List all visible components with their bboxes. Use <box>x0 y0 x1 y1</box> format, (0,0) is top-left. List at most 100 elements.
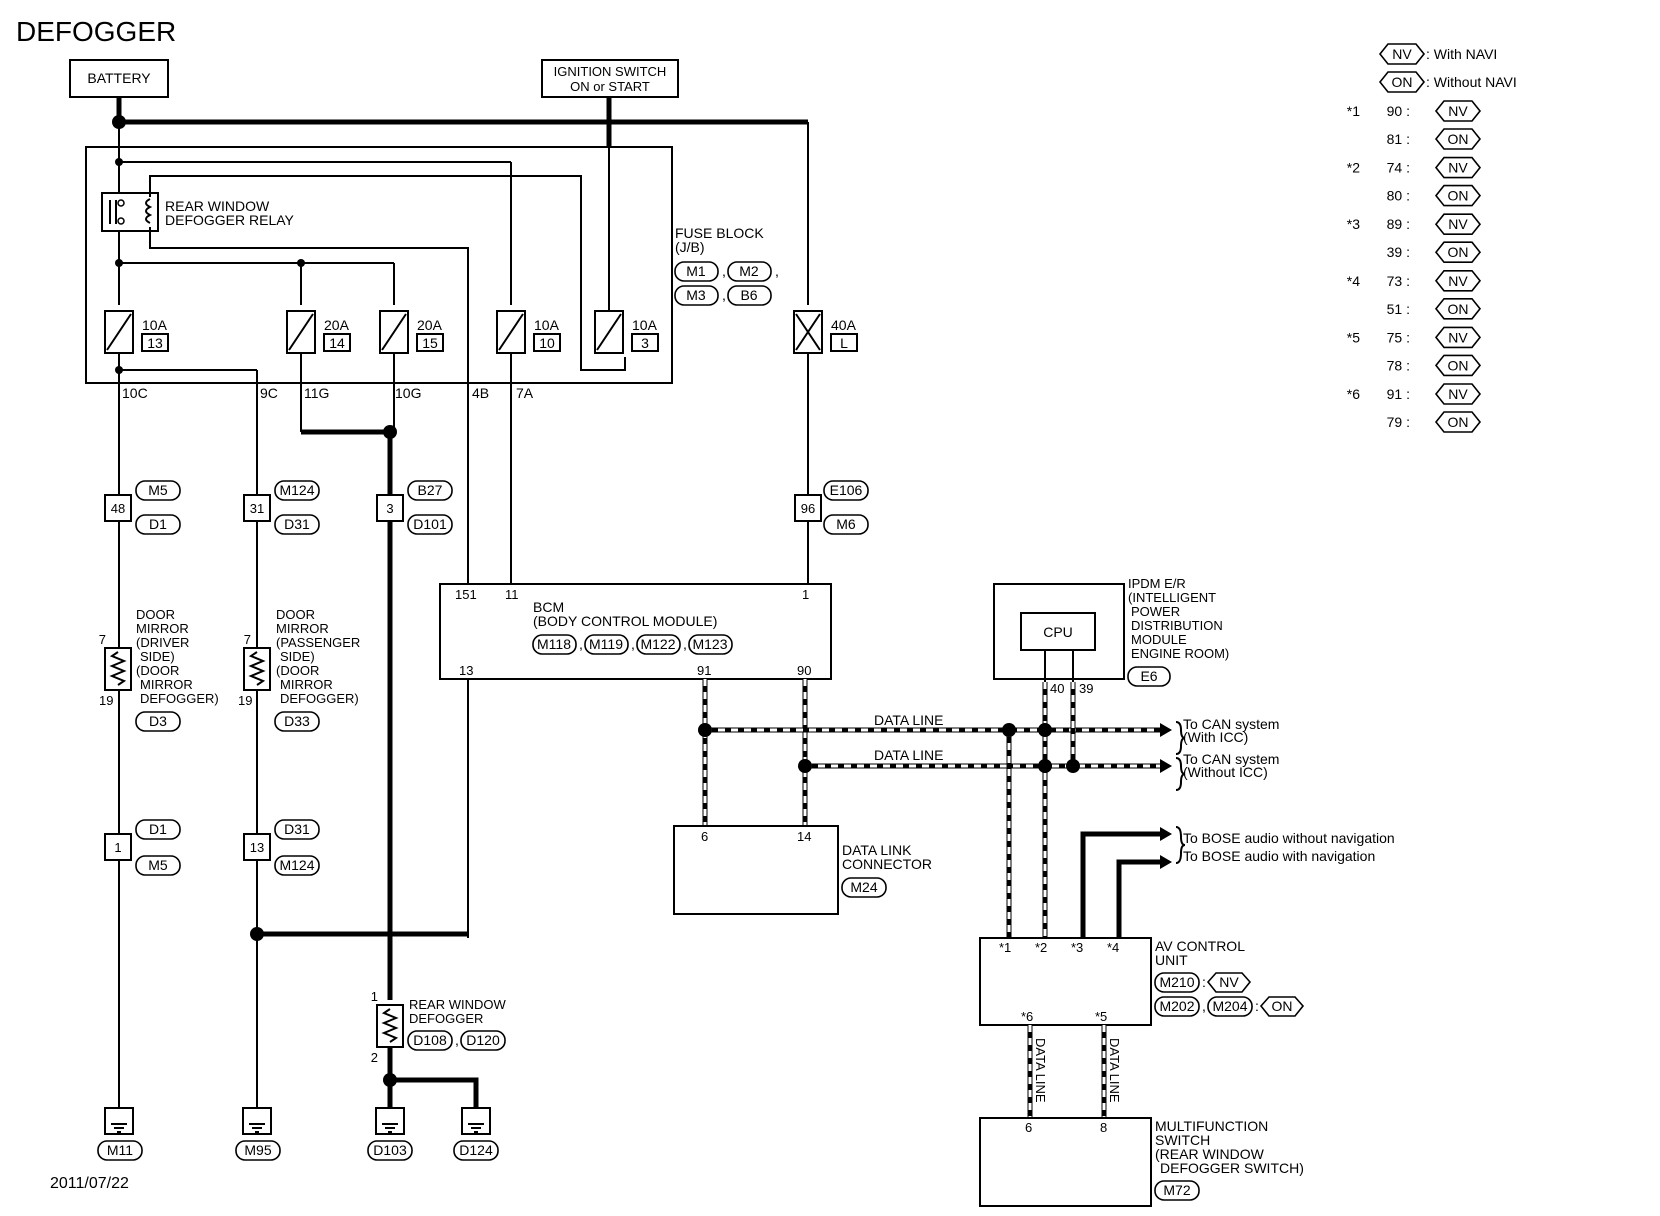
ground-d124-label: D124 <box>459 1142 493 1158</box>
bcm-box <box>439 583 832 680</box>
mirror-driver-pin-top: 7 <box>99 632 106 647</box>
legend-on-text: : Without NAVI <box>1426 74 1517 90</box>
legend-on-badge-1 <box>1434 128 1482 150</box>
mf-pin-8: 8 <box>1100 1120 1107 1135</box>
revision-date: 2011/07/22 <box>50 1175 129 1192</box>
legend-star-5: *5 <box>1347 329 1360 345</box>
fuse-conn-m3: M3 <box>686 287 706 303</box>
pin-48: 48 <box>111 501 125 516</box>
legend-nv-badge-4 <box>1434 269 1482 292</box>
bcm-conn-m118: M118 <box>537 636 571 652</box>
legend-on-pin-2: 80 : <box>1387 188 1410 204</box>
rear-defogger-pin-top: 1 <box>371 989 378 1004</box>
can-without-icc-2: (Without ICC) <box>1183 764 1268 780</box>
legend-on-pin-4: 51 : <box>1387 301 1410 317</box>
bose-audio-lines: To BOSE audio without navigation To BOSE… <box>1080 826 1395 938</box>
conn-m5: M5 <box>148 482 168 498</box>
conn-d101: D101 <box>413 516 447 532</box>
legend-star-2: *2 <box>1347 160 1360 176</box>
fuse-block: REAR WINDOW DEFOGGER RELAY 10A 13 20A 14… <box>85 122 858 938</box>
conn-d3: D3 <box>149 713 167 729</box>
legend-nv-badge-text-3: NV <box>1448 216 1468 232</box>
ground-d124: D124 <box>453 1107 499 1161</box>
av-conn-m204: M204 <box>1212 998 1247 1014</box>
ipdm-label-5: MODULE <box>1131 632 1187 647</box>
mf-label-2: SWITCH <box>1155 1132 1210 1148</box>
dlc-pin-14: 14 <box>797 829 811 844</box>
mirror-passenger-label-2: MIRROR <box>276 621 329 636</box>
legend-nv-badge-text-1: NV <box>1448 103 1468 119</box>
fuse-15-num: 15 <box>422 335 438 351</box>
fuse-conn-m2: M2 <box>739 263 759 279</box>
ground-m95-label: M95 <box>244 1142 271 1158</box>
av-pin-1: *1 <box>999 940 1011 955</box>
av-control-unit: *1 *2 *3 *4 *6 *5 AV CONTROL UNIT M210 :… <box>979 937 1305 1026</box>
diagram-title: DEFOGGER <box>16 16 176 47</box>
legend-star-6: *6 <box>1347 386 1360 402</box>
ipdm-label-1: IPDM E/R <box>1128 576 1186 591</box>
fuse-3-amp: 10A <box>632 317 658 333</box>
mirror-driver-label-7: DEFOGGER) <box>140 691 219 706</box>
av-code-nv: NV <box>1219 974 1239 990</box>
av-conn-m210: M210 <box>1159 974 1194 990</box>
av-box <box>979 937 1152 1026</box>
rear-defogger-label-2: DEFOGGER <box>409 1011 483 1026</box>
conn-d31: D31 <box>284 516 310 532</box>
can-with-icc-1: To CAN system <box>1183 716 1279 732</box>
battery-label: BATTERY <box>87 70 151 86</box>
power-bus: BATTERY IGNITION SWITCH ON or START <box>69 59 809 305</box>
comma: , <box>631 636 635 652</box>
fuse-15: 20A 15 <box>379 310 444 354</box>
mirror-passenger-label-4: SIDE) <box>280 649 315 664</box>
mf-label-1: MULTIFUNCTION <box>1155 1118 1268 1134</box>
mirror-passenger-pin-bottom: 19 <box>238 693 252 708</box>
bcm-conn-m123: M123 <box>692 636 727 652</box>
harness-connector-48: 48 M5 D1 <box>104 480 181 535</box>
legend-nv-badge-2 <box>1434 156 1482 179</box>
legend-nv-badge-6 <box>1434 383 1482 405</box>
comma: , <box>722 263 726 279</box>
ipdm-pin-39: 39 <box>1079 681 1093 696</box>
legend-nv-pin-4: 73 : <box>1387 273 1410 289</box>
mirror-passenger-label-5: (DOOR <box>276 663 319 678</box>
bcm-conn-m119: M119 <box>589 636 623 652</box>
av-code-on: ON <box>1272 998 1293 1014</box>
fuse-3: 10A 3 <box>594 148 659 354</box>
ground-m95: M95 <box>235 1107 281 1161</box>
mirror-driver-pin-bottom: 19 <box>99 693 113 708</box>
bose-without-nav: To BOSE audio without navigation <box>1183 830 1395 846</box>
dlc-label-2: CONNECTOR <box>842 856 932 872</box>
harness-connector-31: 31 M124 D31 <box>243 480 320 535</box>
bcm-pin-1: 1 <box>802 587 809 602</box>
pin-96: 96 <box>801 501 815 516</box>
ipdm-cpu-box <box>1020 612 1096 651</box>
conn-d108: D108 <box>413 1032 447 1048</box>
comma: , <box>683 636 687 652</box>
legend-nv-pin-2: 74 : <box>1387 160 1410 176</box>
fuse-3-num: 3 <box>641 335 649 351</box>
colon: : <box>1202 974 1206 990</box>
bcm: 151 11 1 BCM (BODY CONTROL MODULE) M118 … <box>439 583 832 680</box>
bcm-conn-m122: M122 <box>640 636 675 652</box>
legend-on-pin-3: 39 : <box>1387 244 1410 260</box>
fuse-15-amp: 20A <box>417 317 443 333</box>
relay-label-2: DEFOGGER RELAY <box>165 212 295 228</box>
colon: : <box>1255 998 1259 1014</box>
can-without-icc-1: To CAN system <box>1183 751 1279 767</box>
bcm-label-1: BCM <box>533 599 564 615</box>
conn-d1: D1 <box>149 516 167 532</box>
mirror-passenger-pin-top: 7 <box>244 632 251 647</box>
pin-13: 13 <box>250 840 264 855</box>
battery-box <box>69 59 169 98</box>
mirror-driver-label-5: (DOOR <box>136 663 179 678</box>
ipdm-pin-40: 40 <box>1050 681 1064 696</box>
legend-on-badge-text-5: ON <box>1448 357 1469 373</box>
dlc-pin-6: 6 <box>701 829 708 844</box>
harness-connector-1: 1 D1 M5 <box>104 819 181 876</box>
av-pin-6: *6 <box>1021 1009 1033 1024</box>
fuse-14-amp: 20A <box>324 317 350 333</box>
legend-on-badge-text-4: ON <box>1448 301 1469 317</box>
fusible-link-amp: 40A <box>831 317 857 333</box>
legend-on-pin-5: 78 : <box>1387 357 1410 373</box>
